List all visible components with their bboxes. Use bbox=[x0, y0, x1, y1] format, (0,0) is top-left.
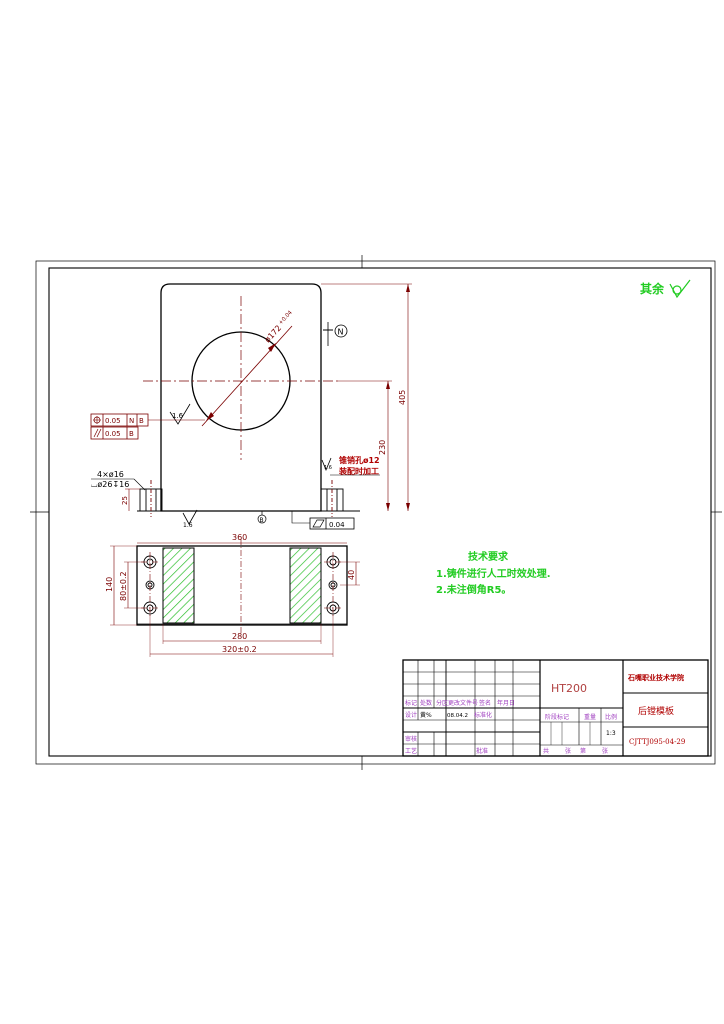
hatch-left bbox=[162, 547, 195, 624]
designer: 黄% bbox=[420, 711, 432, 719]
counterbore-left bbox=[139, 480, 163, 517]
svg-text:批准: 批准 bbox=[476, 747, 488, 755]
svg-text:360: 360 bbox=[232, 533, 247, 542]
counterbore-label: ⌴ø26↧16 bbox=[91, 480, 129, 489]
title-block bbox=[402, 659, 709, 757]
bore-tolerance: +0.04 bbox=[278, 309, 294, 326]
tech-req-item-2: 2.未注倒角R5。 bbox=[436, 583, 511, 596]
dim-80: 80±0.2 bbox=[119, 561, 144, 609]
tolerance-frame-position: 0.05 N B bbox=[90, 413, 205, 427]
scale: 1:3 bbox=[606, 730, 616, 737]
svg-text:年月日: 年月日 bbox=[497, 699, 515, 707]
roughness-note-text: 其余 bbox=[640, 281, 665, 296]
pin-hole-note: 1.6 锥销孔ø12 装配时加工 bbox=[321, 455, 380, 476]
svg-text:B: B bbox=[260, 517, 264, 524]
front-body-outline bbox=[160, 283, 322, 512]
svg-text:工艺: 工艺 bbox=[405, 747, 417, 755]
counterbore-right bbox=[320, 480, 344, 517]
title-block-text: 标记 处数 分区 更改文件号 签名 年月日 设计 黄% 08.04.2 标准化 … bbox=[405, 699, 617, 755]
svg-text:140: 140 bbox=[105, 577, 114, 592]
tech-req-title: 技术要求 bbox=[468, 550, 509, 563]
bore-dimension: ø172 bbox=[263, 323, 283, 344]
svg-text:第: 第 bbox=[580, 747, 586, 755]
tech-req-item-1: 1.铸件进行人工时效处理. bbox=[436, 567, 551, 580]
material: HT200 bbox=[551, 682, 587, 695]
drawing-number: CJTTJ095-04-29 bbox=[629, 738, 685, 746]
svg-text:标准化: 标准化 bbox=[474, 711, 492, 719]
top-body-outline bbox=[136, 545, 348, 626]
top-centerlines bbox=[141, 539, 342, 633]
svg-text:320±0.2: 320±0.2 bbox=[222, 645, 257, 654]
dim-360: 360 bbox=[137, 533, 347, 544]
svg-text:比例: 比例 bbox=[605, 713, 617, 721]
svg-text:更改文件号: 更改文件号 bbox=[448, 699, 478, 707]
svg-text:张: 张 bbox=[565, 747, 571, 755]
svg-text:405: 405 bbox=[398, 390, 407, 405]
svg-text:设计: 设计 bbox=[405, 711, 417, 719]
technical-requirements: 技术要求 1.铸件进行人工时效处理. 2.未注倒角R5。 bbox=[436, 550, 551, 596]
roughness-circle-icon bbox=[669, 279, 691, 299]
svg-text:0.05: 0.05 bbox=[105, 417, 121, 425]
svg-text:B: B bbox=[129, 430, 134, 438]
svg-text:1.6: 1.6 bbox=[324, 465, 332, 471]
dim-405: 405 bbox=[321, 283, 412, 511]
svg-text:共: 共 bbox=[543, 747, 549, 755]
datum-n-label: N bbox=[338, 328, 344, 337]
datum-n: N bbox=[323, 322, 348, 346]
svg-text:230: 230 bbox=[378, 440, 387, 455]
svg-text:张: 张 bbox=[602, 747, 608, 755]
dim-280: 280 bbox=[162, 624, 322, 644]
front-view: ø172 +0.04 N 1.6 0.05 N B bbox=[90, 283, 412, 530]
svg-text:1.6: 1.6 bbox=[172, 412, 184, 420]
dim-40: 40 bbox=[340, 561, 360, 586]
tolerance-frame-flatness: 0.04 bbox=[291, 511, 355, 530]
svg-text:80±0.2: 80±0.2 bbox=[119, 571, 128, 601]
svg-text:280: 280 bbox=[232, 632, 247, 641]
svg-text:B: B bbox=[139, 417, 144, 425]
svg-text:阶段标记: 阶段标记 bbox=[545, 713, 569, 721]
top-view: 360 280 320±0.2 140 80±0.2 bbox=[105, 533, 360, 657]
pin-hole-label-2: 装配时加工 bbox=[338, 466, 379, 476]
pin-hole-label: 锥销孔ø12 bbox=[339, 455, 380, 465]
roughness-note: 其余 bbox=[640, 279, 691, 299]
svg-text:处数: 处数 bbox=[420, 699, 432, 707]
design-date: 08.04.2 bbox=[447, 713, 468, 719]
roughness-symbol-bottom: 1.6 bbox=[182, 509, 198, 529]
svg-text:审核: 审核 bbox=[405, 735, 417, 743]
tolerance-frame-parallel: 0.05 B bbox=[90, 426, 139, 440]
svg-text:N: N bbox=[129, 417, 134, 425]
svg-text:40: 40 bbox=[347, 570, 356, 580]
school-name: 石嘴职业技术学院 bbox=[627, 673, 684, 682]
svg-text:标记: 标记 bbox=[405, 699, 417, 707]
roughness-symbol-1: 1.6 bbox=[169, 403, 191, 425]
dim-320: 320±0.2 bbox=[149, 614, 334, 657]
svg-text:1.6: 1.6 bbox=[183, 522, 193, 529]
dim-230: 230 bbox=[338, 380, 392, 511]
dim-25: 25 bbox=[121, 488, 140, 511]
svg-text:分区: 分区 bbox=[436, 699, 448, 707]
dim-140: 140 bbox=[105, 545, 137, 626]
part-name: 后镗模板 bbox=[638, 705, 674, 717]
bore-centerlines bbox=[143, 296, 338, 460]
datum-b: B bbox=[257, 511, 267, 524]
hatch-right bbox=[289, 547, 322, 624]
svg-text:0.04: 0.04 bbox=[329, 521, 345, 529]
svg-text:25: 25 bbox=[121, 496, 129, 505]
svg-text:签名: 签名 bbox=[479, 699, 491, 707]
paper-frame bbox=[30, 255, 722, 770]
svg-text:0.05: 0.05 bbox=[105, 430, 121, 438]
svg-text:重量: 重量 bbox=[584, 713, 596, 721]
holes-label: 4×ø16 bbox=[97, 470, 124, 479]
